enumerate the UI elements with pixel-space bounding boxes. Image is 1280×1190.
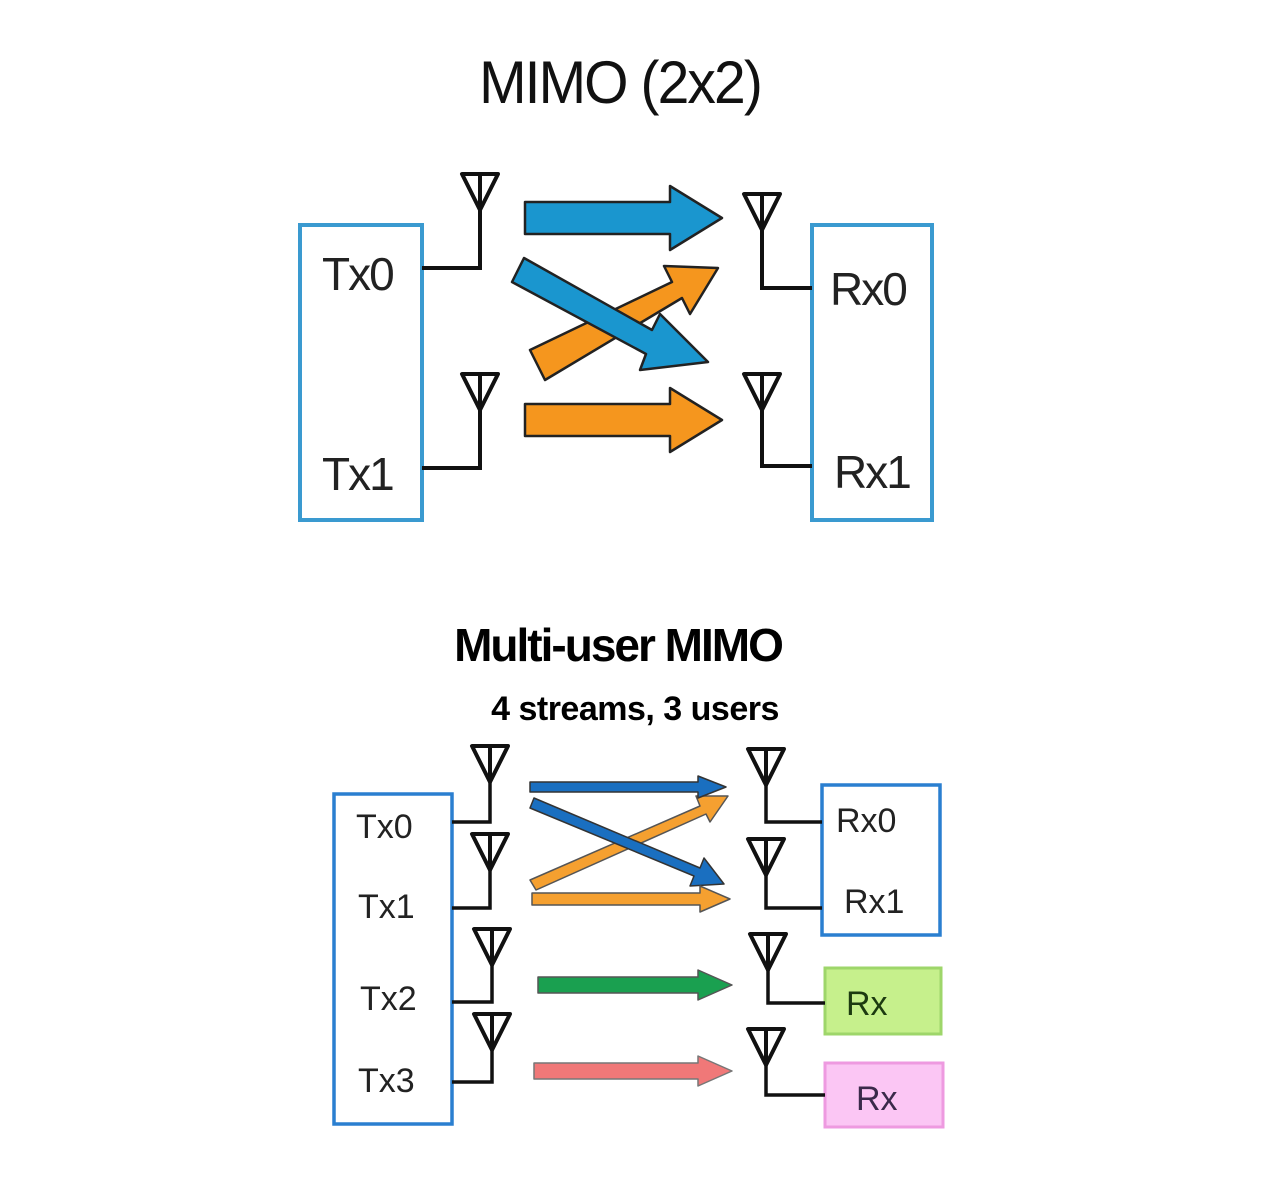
antenna-icon	[422, 172, 500, 270]
antenna-icon	[452, 832, 510, 910]
tx-block	[298, 223, 424, 522]
antenna-icon	[742, 192, 812, 290]
rx-label: Rx0	[836, 802, 896, 840]
antenna-icon	[746, 747, 822, 824]
stream-arrow-tx0-rx0	[523, 184, 724, 252]
stream-arrow-tx0-rx1	[510, 256, 710, 372]
antenna-icon	[452, 744, 510, 824]
stream-arrow-tx3-user3	[533, 1055, 733, 1087]
antenna-icon	[746, 1027, 825, 1097]
mimo-2x2-diagram: Tx0 Tx1 Rx0 Rx1	[298, 172, 934, 522]
stream-arrow-tx0-rx1	[529, 797, 725, 887]
tx-label: Tx1	[322, 448, 393, 500]
antenna-icon	[422, 372, 500, 470]
antenna-icon	[748, 932, 825, 1005]
mimo-2x2-title: MIMO (2x2)	[479, 49, 763, 116]
multi-user-mimo-title: Multi-user MIMO	[454, 619, 784, 671]
rx-label: Rx1	[844, 883, 904, 921]
tx-label: Tx2	[360, 980, 417, 1018]
antenna-icon	[452, 1012, 512, 1084]
rx-label: Rx0	[830, 263, 906, 315]
multi-user-mimo-subtitle: 4 streams, 3 users	[491, 690, 779, 728]
tx-label: Tx0	[356, 808, 413, 846]
stream-arrow-tx1-rx1	[523, 386, 724, 454]
tx-label: Tx3	[358, 1062, 415, 1100]
rx-label: Rx	[846, 985, 888, 1023]
tx-label: Tx0	[322, 248, 393, 300]
stream-arrow-tx1-rx1	[531, 885, 731, 913]
antenna-icon	[452, 927, 512, 1004]
stream-arrow-tx2-user2	[537, 969, 733, 1001]
tx-block	[332, 792, 454, 1126]
rx-label: Rx1	[834, 446, 910, 498]
rx-label: Rx	[856, 1080, 898, 1118]
rx-block	[810, 223, 934, 522]
rx-block-user2	[823, 966, 943, 1036]
rx-block-user1	[820, 783, 942, 937]
antenna-icon	[746, 837, 822, 910]
multi-user-mimo-diagram: Tx0 Tx1 Tx2 Tx3 Rx0 Rx1 Rx Rx	[332, 744, 945, 1129]
stream-arrow-tx0-rx0	[529, 775, 727, 799]
antenna-icon	[742, 372, 812, 468]
tx-label: Tx1	[358, 888, 415, 926]
